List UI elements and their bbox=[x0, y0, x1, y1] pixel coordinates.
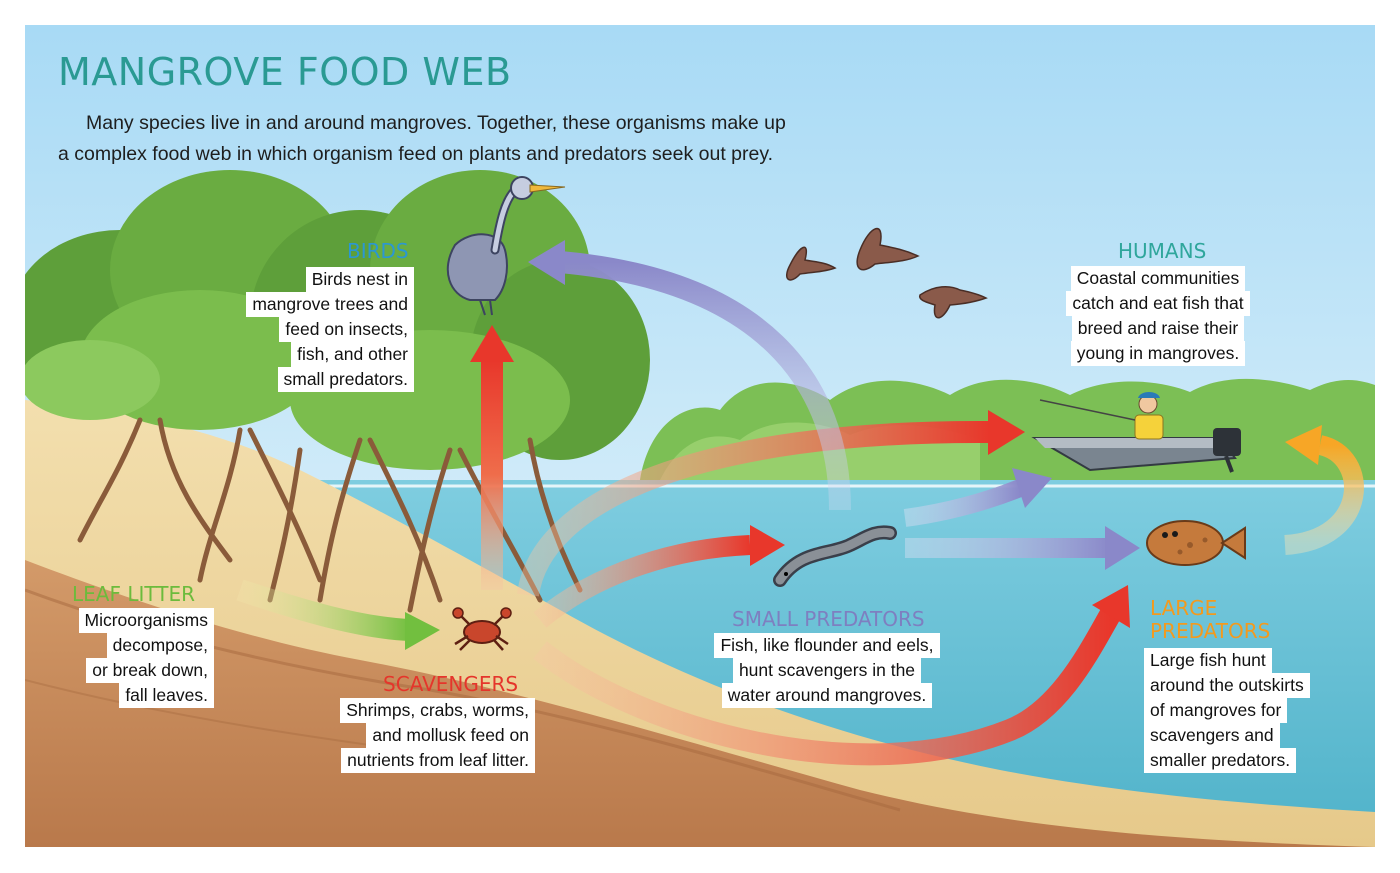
fisherman-boat-icon bbox=[1031, 392, 1241, 473]
arrow-scavengers-to-birds bbox=[481, 360, 503, 590]
heron-icon bbox=[446, 176, 566, 316]
intro-line-2: a complex food web in which organism fee… bbox=[58, 143, 774, 165]
small-predators-label: SMALL PREDATORS bbox=[732, 607, 925, 631]
arrow-small-predators-to-large-predators bbox=[905, 538, 1110, 558]
leaf-litter-label: LEAF LITTER bbox=[72, 582, 195, 606]
soil bbox=[25, 560, 1375, 847]
flounder-icon bbox=[1146, 520, 1246, 566]
arrow-leaflitter-to-scavengers bbox=[236, 579, 411, 641]
intro-text: Many species live in and around mangrove… bbox=[58, 108, 938, 170]
large-predators-description: Large fish hunt around the outskirts of … bbox=[1144, 648, 1364, 773]
birds-label: BIRDS bbox=[347, 239, 409, 263]
humans-label: HUMANS bbox=[1118, 239, 1207, 263]
arrow-small-predators-to-birds bbox=[559, 251, 851, 511]
arrow-scavengers-to-small-predators bbox=[533, 535, 751, 628]
intro-line-1: Many species live in and around mangrove… bbox=[86, 112, 786, 134]
leaf-litter-description: Microorganisms decompose, or break down,… bbox=[40, 608, 214, 708]
arrow-large-predators-to-humans bbox=[1283, 435, 1364, 555]
scavengers-description: Shrimps, crabs, worms, and mollusk feed … bbox=[285, 698, 535, 773]
scavengers-label: SCAVENGERS bbox=[383, 672, 519, 696]
arrow-scavengers-to-large-predators bbox=[533, 609, 1120, 766]
humans-description: Coastal communities catch and eat fish t… bbox=[1040, 266, 1276, 366]
crab-icon bbox=[452, 607, 512, 651]
birds-description: Birds nest in mangrove trees and feed on… bbox=[200, 267, 414, 392]
arrow-small-predators-to-humans bbox=[903, 479, 1024, 527]
small-predators-description: Fish, like flounder and eels, hunt scave… bbox=[692, 633, 962, 708]
flying-bird-icon bbox=[786, 227, 988, 319]
eel-icon bbox=[773, 525, 897, 587]
arrow-scavengers-to-humans bbox=[517, 420, 991, 597]
page-title: MANGROVE FOOD WEB bbox=[58, 50, 512, 94]
large-predators-label: LARGE PREDATORS bbox=[1150, 596, 1271, 643]
